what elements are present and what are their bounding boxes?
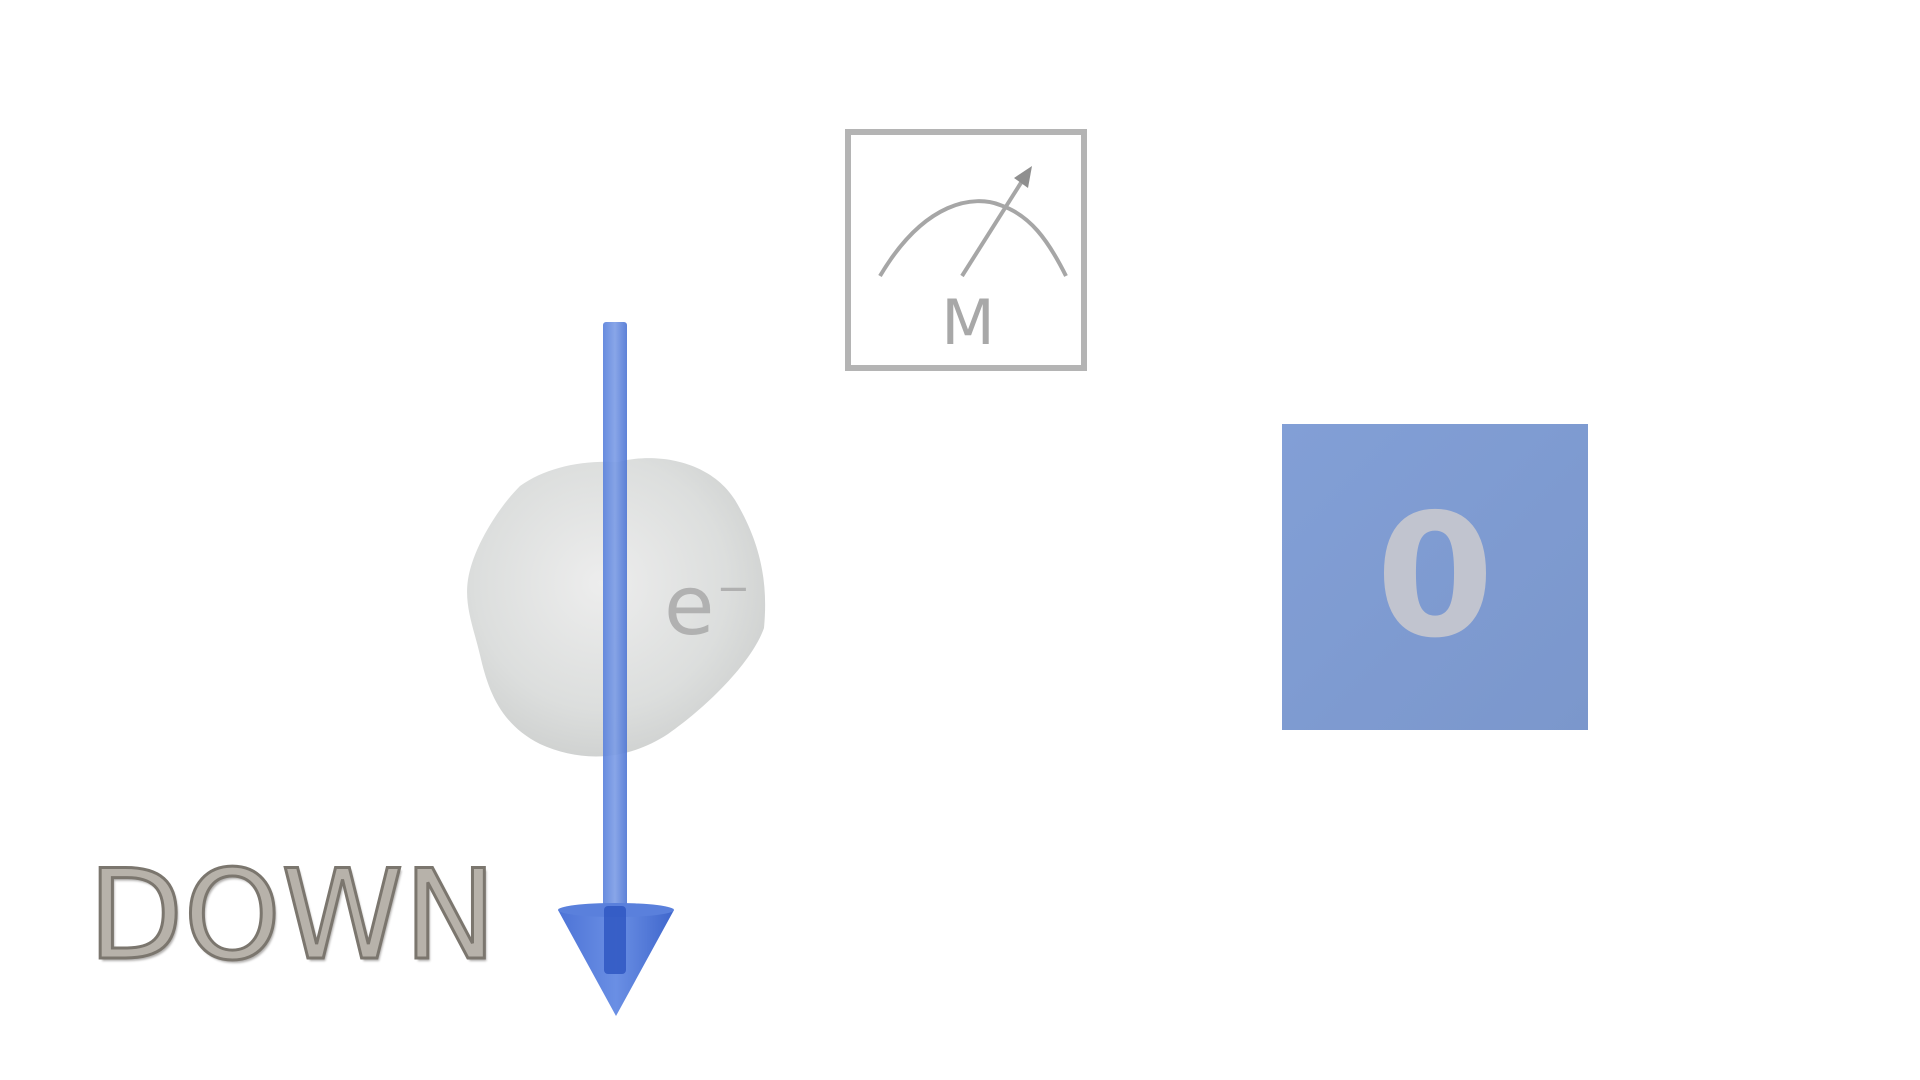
electron-symbol: e− [664,548,750,648]
measurement-result-value: 0 [1375,478,1495,676]
electron-letter: e [664,559,715,654]
spin-arrow-head-icon [558,903,674,1016]
meter-label: M [941,286,995,359]
spin-arrow-shaft [603,322,627,972]
spin-state-label: DOWN [86,844,497,988]
electron-charge: − [716,566,750,612]
measurement-meter-icon [845,129,1087,371]
measurement-result-box [1282,424,1588,730]
